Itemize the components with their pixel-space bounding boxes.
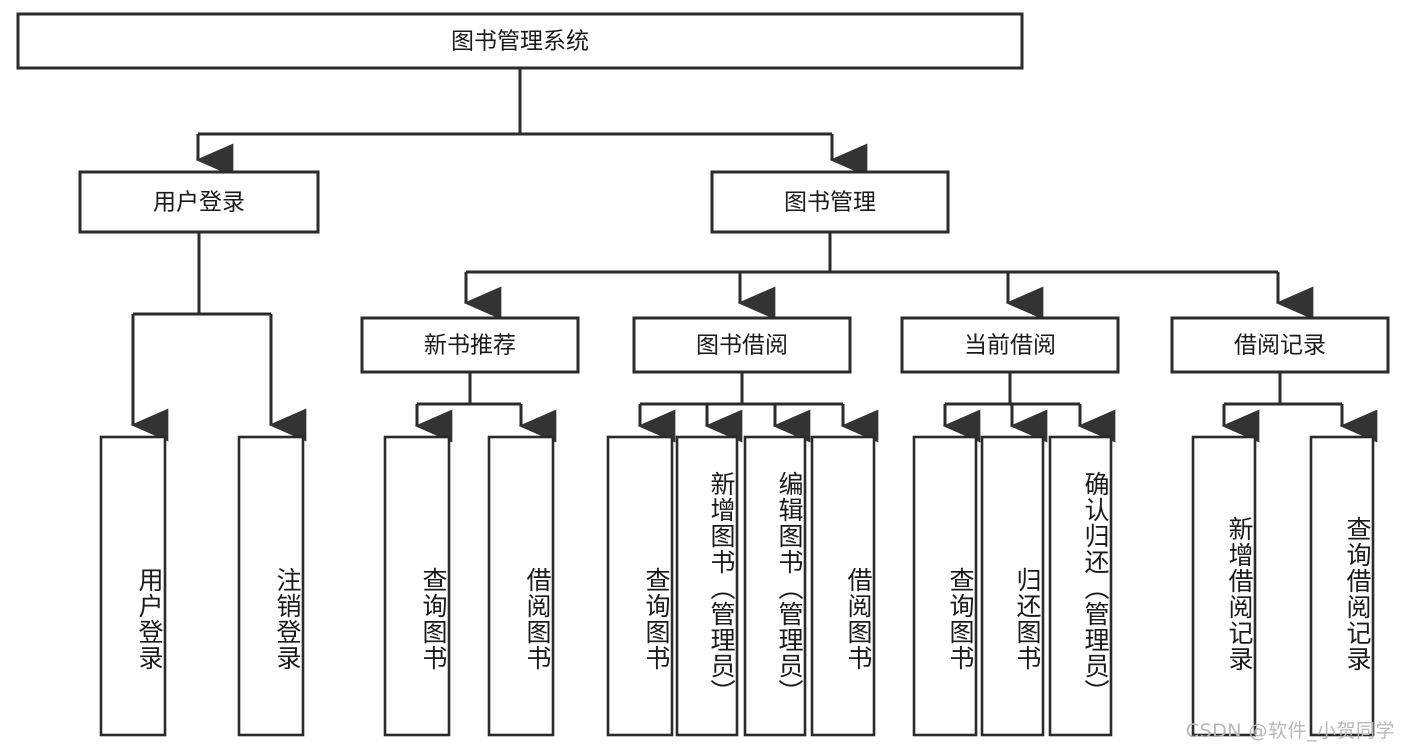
node-root-box[interactable] <box>16 12 1024 70</box>
leaf-box-current-borrow-1[interactable] <box>980 435 1045 737</box>
node-user-login-label: 用户登录 <box>153 190 245 216</box>
node-new-book-box[interactable] <box>360 316 580 374</box>
leaf-box-current-borrow-2[interactable] <box>1048 435 1113 737</box>
leaf-box-new-book-0[interactable] <box>383 435 451 737</box>
leaf-box-new-book-1[interactable] <box>487 435 555 737</box>
leaf-box-book-borrow-0[interactable] <box>606 435 674 737</box>
leaf-box-book-borrow-1[interactable] <box>675 435 739 737</box>
node-borrow-record-box[interactable] <box>1170 316 1390 374</box>
node-borrow-record-label: 借阅记录 <box>1234 333 1326 359</box>
csdn-watermark: CSDN @软件_小贺同学 <box>1185 720 1395 742</box>
node-current-borrow-label: 当前借阅 <box>964 333 1056 359</box>
node-book-borrow-label: 图书借阅 <box>696 333 788 359</box>
node-current-borrow-box[interactable] <box>900 316 1120 374</box>
node-book-manage-label: 图书管理 <box>784 190 876 216</box>
node-book-manage-box[interactable] <box>710 170 950 234</box>
leaf-box-user-login-1[interactable] <box>237 435 305 737</box>
node-root-label: 图书管理系统 <box>451 29 589 55</box>
leaf-box-user-login-0[interactable] <box>99 435 167 737</box>
leaf-box-borrow-record-1[interactable] <box>1309 435 1375 737</box>
leaf-box-current-borrow-0[interactable] <box>912 435 978 737</box>
leaf-box-book-borrow-2[interactable] <box>743 435 807 737</box>
leaf-box-book-borrow-3[interactable] <box>810 435 876 737</box>
leaf-box-borrow-record-0[interactable] <box>1191 435 1257 737</box>
node-book-borrow-box[interactable] <box>632 316 852 374</box>
node-new-book-label: 新书推荐 <box>424 333 516 359</box>
